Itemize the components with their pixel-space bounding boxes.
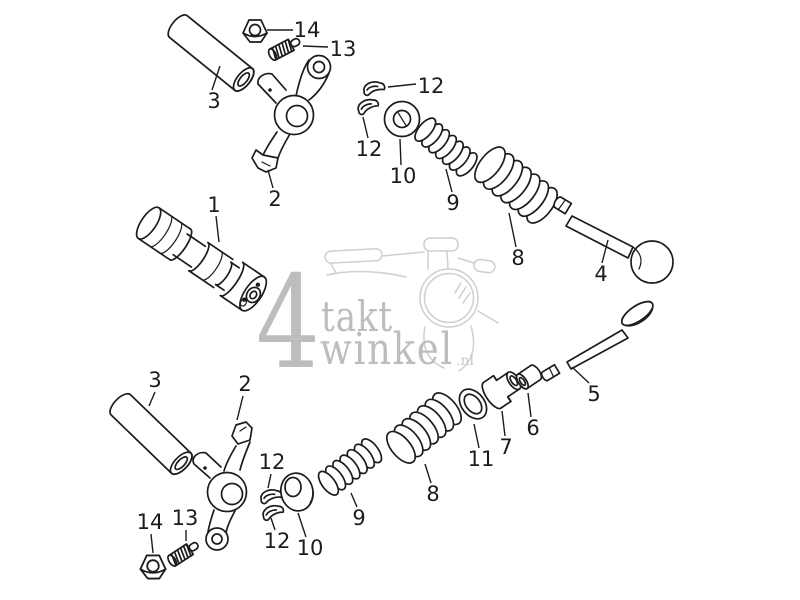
rocker-arm-top (251, 54, 332, 173)
part-number-label: 5 (587, 382, 600, 406)
callout-outer-spring-top: 8 (508, 212, 525, 270)
part-number-label: 9 (352, 506, 365, 530)
valve-exhaust (540, 300, 654, 382)
callout-keeper-bottom-b: 12 (264, 517, 291, 553)
valve-keeper-top-a (361, 79, 387, 97)
callout-rocker-shaft-top: 3 (207, 65, 221, 113)
callout-valve-exhaust: 5 (571, 366, 601, 406)
callout-keeper-top-a: 12 (387, 74, 445, 98)
callout-rocker-arm-top: 2 (267, 169, 282, 211)
camshaft (132, 203, 268, 313)
part-number-label: 3 (207, 89, 220, 113)
part-number-label: 10 (297, 536, 324, 560)
callout-inner-spring-top: 9 (445, 168, 460, 215)
part-number-label: 13 (330, 37, 357, 61)
watermark: 4 takt winkel .nl (256, 237, 499, 398)
spring-seat-washer (458, 388, 488, 420)
callout-spring-seat-washer: 11 (468, 423, 495, 471)
spring-retainer-bottom (280, 472, 314, 512)
callout-rocker-shaft-bottom: 3 (148, 368, 162, 407)
outer-valve-spring-top (474, 146, 558, 224)
part-number-label: 12 (259, 450, 286, 474)
part-number-label: 11 (468, 447, 495, 471)
part-number-label: 2 (238, 372, 251, 396)
callout-rocker-arm-bottom: 2 (236, 372, 252, 421)
valve-keeper-top-b (355, 96, 381, 117)
rocker-shaft-top (163, 10, 259, 96)
valve-keeper-bottom-a (258, 487, 284, 505)
valve-keeper-bottom-b (260, 502, 286, 522)
valve-stem-cap (515, 364, 543, 390)
adjuster-screw-bottom (165, 538, 202, 569)
part-number-label: 14 (294, 18, 321, 42)
part-number-label: 13 (172, 506, 199, 530)
inner-valve-spring-top (414, 117, 478, 177)
watermark-numeral: 4 (256, 249, 320, 398)
lock-nut-bottom (139, 554, 167, 580)
callout-inner-spring-bottom: 9 (350, 492, 366, 530)
outer-valve-spring-bottom (385, 392, 463, 464)
callout-outer-spring-bottom: 8 (424, 463, 440, 506)
rocker-shaft-bottom (105, 389, 197, 479)
callout-spring-retainer-bottom: 10 (297, 512, 324, 560)
callout-spring-retainer-top: 10 (390, 138, 417, 188)
watermark-word-bottom: winkel (320, 324, 454, 375)
part-number-label: 3 (148, 368, 161, 392)
inner-valve-spring-bottom (317, 438, 383, 496)
part-number-label: 12 (264, 529, 291, 553)
callout-keeper-bottom-a: 12 (259, 450, 286, 489)
callout-keeper-top-b: 12 (356, 116, 383, 161)
valve-guide (481, 371, 522, 410)
part-number-label: 6 (526, 416, 539, 440)
callout-valve-stem-cap: 6 (526, 392, 540, 440)
part-number-label: 12 (418, 74, 445, 98)
callout-labels: 1 2 3 13 14 12 12 10 (137, 18, 609, 560)
callout-valve-guide: 7 (499, 410, 513, 459)
part-number-label: 9 (446, 191, 459, 215)
callout-lock-nut-top: 14 (267, 18, 320, 42)
callout-adjuster-screw-bottom: 13 (172, 506, 199, 541)
watermark-suffix: .nl (456, 353, 474, 369)
part-number-label: 14 (137, 510, 164, 534)
lock-nut-top (242, 19, 268, 43)
part-number-label: 1 (207, 193, 220, 217)
callout-lock-nut-bottom: 14 (137, 510, 164, 554)
part-number-label: 10 (390, 164, 417, 188)
watermark-word-top: takt (321, 292, 393, 341)
part-number-label: 7 (499, 435, 512, 459)
part-number-label: 8 (426, 482, 439, 506)
part-number-label: 2 (268, 187, 281, 211)
valve-intake (553, 196, 674, 284)
part-number-label: 12 (356, 137, 383, 161)
callout-adjuster-screw-top: 13 (302, 37, 357, 61)
callout-valve-intake: 4 (594, 239, 609, 286)
moped-sketch-watermark (324, 237, 499, 372)
spring-retainer-top (383, 100, 421, 138)
rocker-arm-bottom (192, 421, 253, 551)
part-number-label: 4 (594, 262, 607, 286)
part-number-label: 8 (511, 246, 524, 270)
callout-camshaft: 1 (207, 193, 221, 243)
parts-linework (105, 10, 674, 580)
